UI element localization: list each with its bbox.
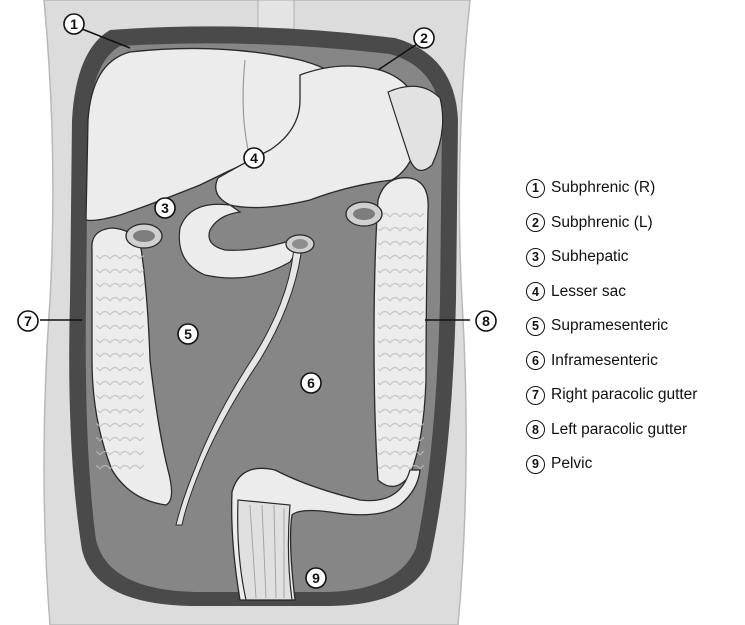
legend-number: 4	[526, 282, 545, 301]
svg-text:4: 4	[250, 150, 258, 166]
legend-label: Subhepatic	[551, 248, 629, 266]
svg-text:5: 5	[184, 326, 192, 342]
legend-item-subhepatic: 3 Subhepatic	[526, 240, 741, 275]
svg-text:6: 6	[307, 375, 315, 391]
legend-item-subphrenic-right: 1 Subphrenic (R)	[526, 171, 741, 206]
legend-label: Inframesenteric	[551, 352, 658, 370]
svg-text:2: 2	[420, 30, 428, 46]
marker-2: 2	[414, 28, 434, 48]
marker-7: 7	[18, 311, 38, 331]
legend-label: Subphrenic (R)	[551, 179, 655, 197]
legend-label: Right paracolic gutter	[551, 386, 697, 404]
legend-item-lesser-sac: 4 Lesser sac	[526, 275, 741, 310]
svg-text:3: 3	[161, 200, 169, 216]
svg-text:9: 9	[312, 570, 320, 586]
legend-number: 8	[526, 420, 545, 439]
legend-label: Lesser sac	[551, 283, 626, 301]
marker-8: 8	[476, 311, 496, 331]
svg-text:1: 1	[70, 16, 78, 32]
legend-item-left-paracolic-gutter: 8 Left paracolic gutter	[526, 413, 741, 448]
legend-number: 6	[526, 351, 545, 370]
marker-4: 4	[244, 148, 264, 168]
legend-label: Supramesenteric	[551, 317, 668, 335]
legend-item-subphrenic-left: 2 Subphrenic (L)	[526, 206, 741, 241]
legend-number: 7	[526, 386, 545, 405]
legend-number: 1	[526, 179, 545, 198]
svg-text:8: 8	[482, 313, 490, 329]
legend-label: Subphrenic (L)	[551, 214, 653, 232]
legend-item-pelvic: 9 Pelvic	[526, 447, 741, 482]
legend-number: 5	[526, 317, 545, 336]
legend-item-supramesenteric: 5 Supramesenteric	[526, 309, 741, 344]
legend-item-right-paracolic-gutter: 7 Right paracolic gutter	[526, 378, 741, 413]
legend-number: 2	[526, 213, 545, 232]
legend-label: Pelvic	[551, 455, 592, 473]
marker-5: 5	[178, 324, 198, 344]
legend-number: 3	[526, 248, 545, 267]
legend-label: Left paracolic gutter	[551, 421, 687, 439]
legend-item-inframesenteric: 6 Inframesenteric	[526, 344, 741, 379]
svg-text:7: 7	[24, 313, 32, 329]
legend-number: 9	[526, 455, 545, 474]
abdominal-spaces-illustration: 1 2 3 4 5 6 7 8 9	[0, 0, 520, 625]
marker-3: 3	[155, 198, 175, 218]
marker-1: 1	[64, 14, 84, 34]
marker-9: 9	[306, 568, 326, 588]
marker-6: 6	[301, 373, 321, 393]
legend: 1 Subphrenic (R) 2 Subphrenic (L) 3 Subh…	[526, 171, 741, 482]
